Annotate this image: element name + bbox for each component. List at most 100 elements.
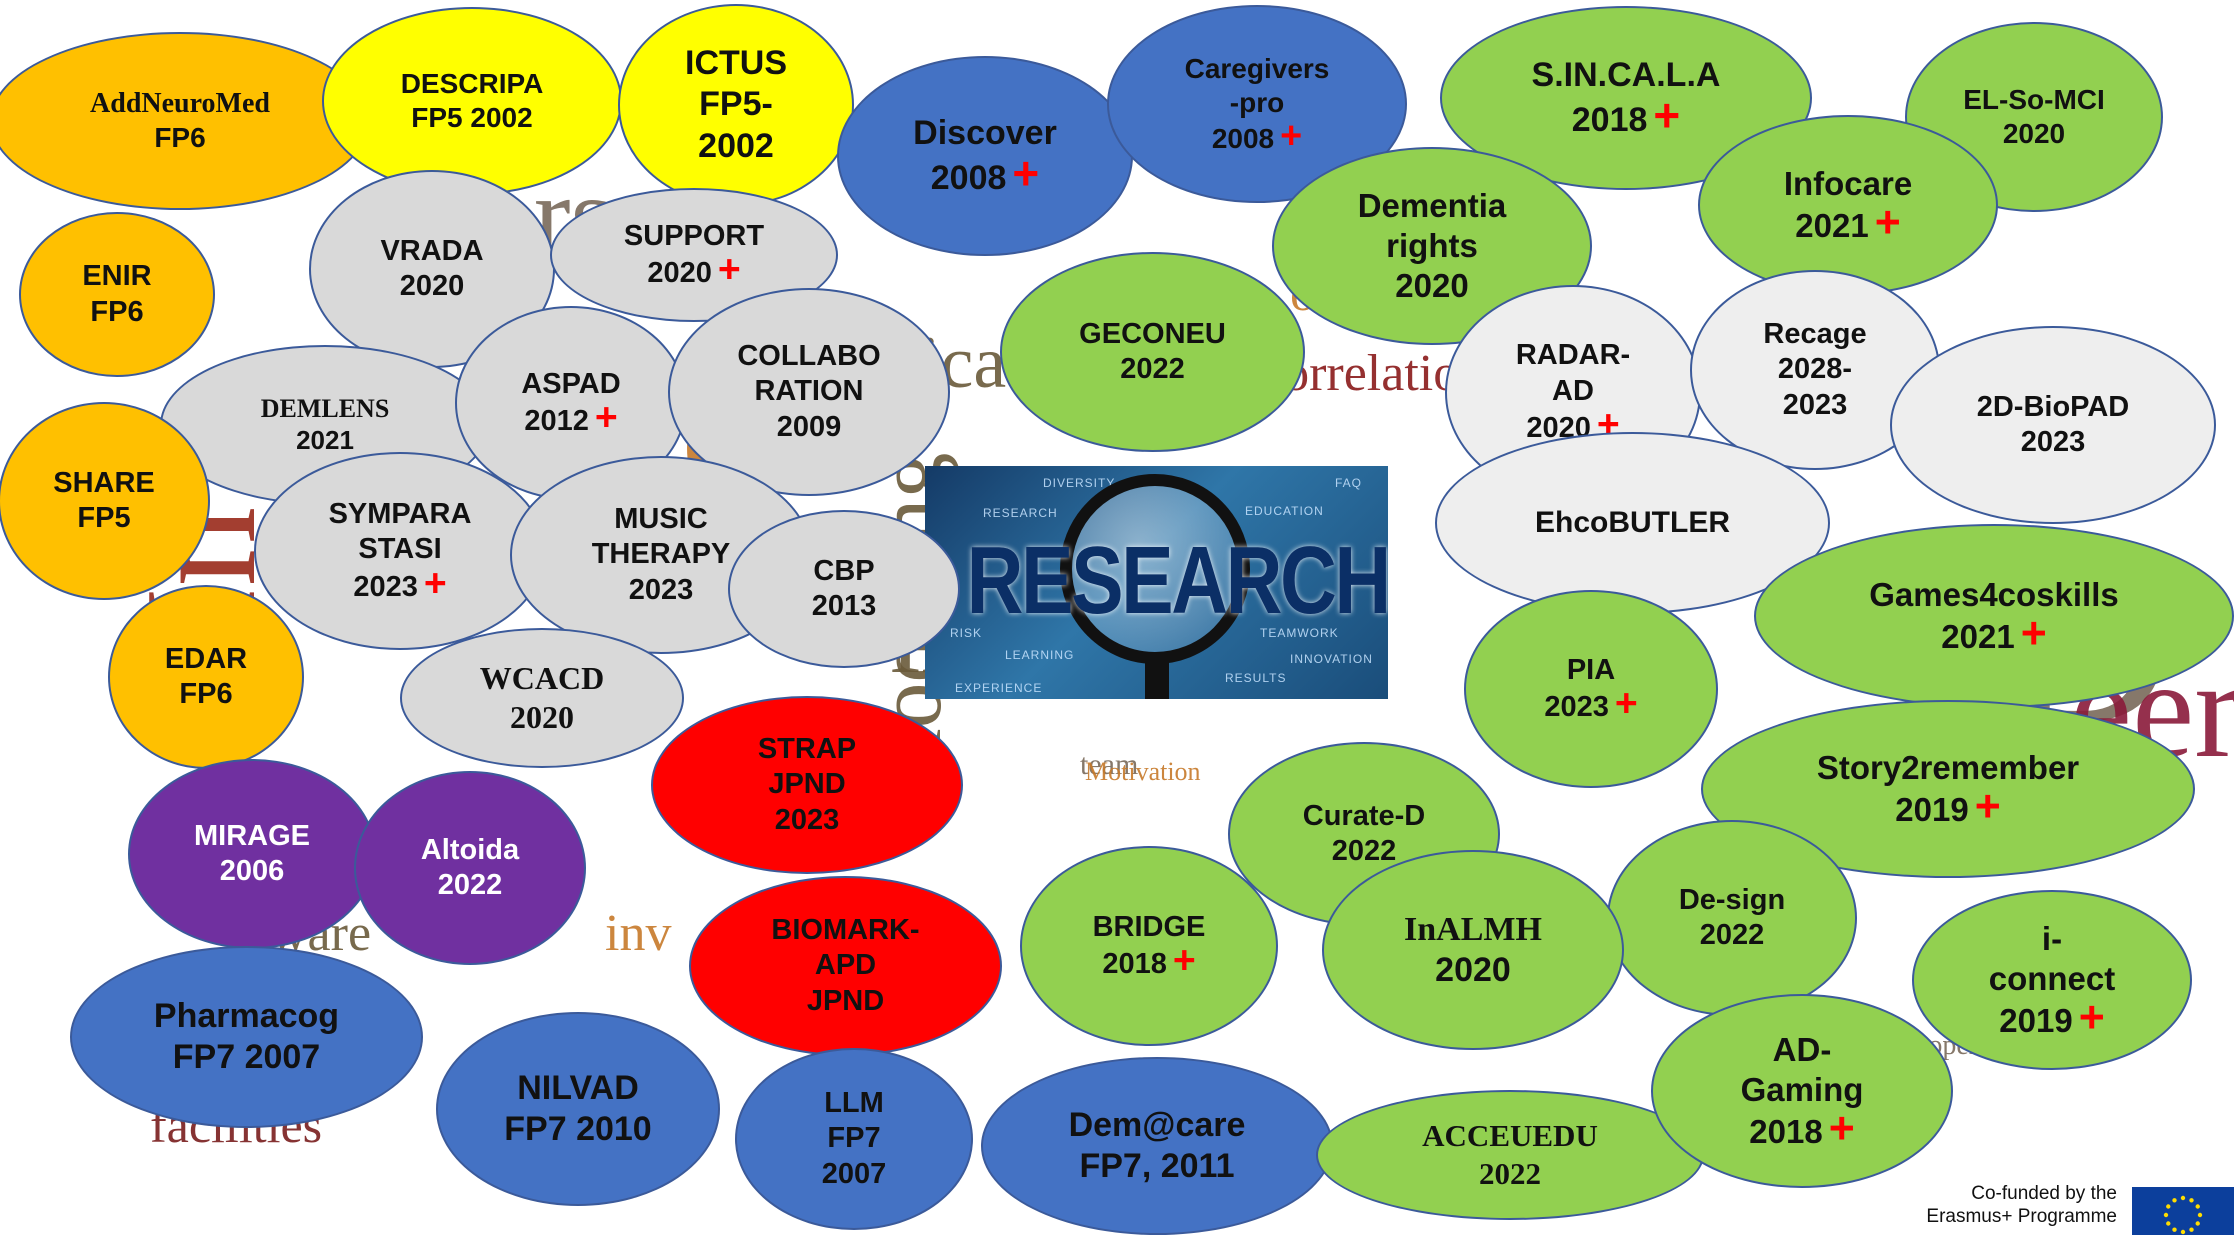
bubble-line: FP7 bbox=[827, 1121, 880, 1156]
bubble-line: 2023+ bbox=[353, 564, 446, 605]
bubble-line: FP5 bbox=[77, 501, 130, 536]
bubble-line: 2022 bbox=[1332, 834, 1397, 869]
plus-icon: + bbox=[423, 561, 447, 605]
bubble-text: 2023 bbox=[1782, 388, 1848, 421]
bubble-line: 2007 bbox=[822, 1157, 887, 1192]
bubble-line: 2013 bbox=[812, 589, 877, 624]
bubble-line: CBP bbox=[813, 554, 874, 589]
bubble-line: 2018+ bbox=[1571, 92, 1680, 141]
bubble-line: FP7 2007 bbox=[173, 1037, 320, 1078]
bubble-text: SYMPARA bbox=[328, 497, 472, 530]
bubble-text: FP7 2007 bbox=[172, 1038, 321, 1076]
bubble-text: MUSIC bbox=[614, 502, 708, 535]
bubble-line: FP6 bbox=[154, 121, 205, 155]
plus-icon: + bbox=[1653, 88, 1681, 141]
bubble-text: 2023 bbox=[353, 570, 418, 603]
bubble-text: DESCRIPA bbox=[400, 67, 544, 99]
bubble-text: 2018 bbox=[1571, 100, 1648, 139]
bubble-text: Discover bbox=[913, 114, 1057, 153]
bubble-line: 2021+ bbox=[1941, 611, 2046, 657]
bubble-text: Story2remember bbox=[1816, 749, 2080, 787]
center-tag: RESEARCH bbox=[983, 506, 1058, 520]
bubble-line: 2023 bbox=[629, 573, 694, 608]
bubble-line: Caregivers bbox=[1185, 52, 1330, 86]
bubble-line: 2020+ bbox=[647, 250, 740, 291]
bubble-line: BIOMARK- bbox=[771, 913, 919, 948]
plus-icon: + bbox=[2078, 992, 2105, 1042]
bubble-text: 2018 bbox=[1102, 948, 1167, 980]
background-word: Motivation bbox=[1085, 757, 1201, 786]
eu-star-icon bbox=[2195, 1221, 2200, 1226]
bubble-line: De-sign bbox=[1679, 883, 1785, 918]
bubble-text: Pharmacog bbox=[153, 996, 340, 1035]
bubble-line: RADAR- bbox=[1516, 338, 1630, 373]
bubble-text: 2021 bbox=[1795, 206, 1869, 244]
bubble-text: ENIR bbox=[82, 260, 152, 293]
bubble-text: FP7, 2011 bbox=[1079, 1147, 1235, 1185]
bubble-line: 2028- bbox=[1778, 352, 1852, 387]
bubble-text: BRIDGE bbox=[1092, 910, 1206, 943]
bubble-text: Curate-D bbox=[1302, 799, 1426, 832]
bubble-text: 2022 bbox=[1331, 835, 1397, 867]
bubble-text: rights bbox=[1386, 226, 1478, 264]
bubble-text: Games4coskills bbox=[1869, 576, 2119, 614]
bubble-line: JPND bbox=[807, 984, 884, 1019]
bubble-text: FP7 2010 bbox=[504, 1110, 652, 1148]
bubble-text: 2013 bbox=[811, 590, 877, 622]
bubble-line: NILVAD bbox=[517, 1068, 639, 1109]
bubble-line: 2021 bbox=[296, 425, 354, 457]
bubble-line: 2020 bbox=[1435, 950, 1511, 991]
bubble-line: RATION bbox=[754, 374, 863, 409]
bubble-line: connect bbox=[1989, 959, 2116, 999]
eu-star-icon bbox=[2172, 1227, 2177, 1232]
bubble-text: 2023 bbox=[2020, 426, 2086, 458]
bubble-line: Altoida bbox=[421, 833, 519, 868]
bubble-line: 2008+ bbox=[1212, 117, 1302, 156]
center-tag: FAQ bbox=[1335, 476, 1363, 490]
bubble-line: 2022 bbox=[438, 868, 503, 903]
center-tag: EXPERIENCE bbox=[955, 681, 1043, 695]
center-tag: TEAMWORK bbox=[1260, 626, 1339, 640]
bubble-line: SUPPORT bbox=[624, 219, 764, 254]
bubble-line: WCACD bbox=[480, 659, 604, 698]
bubble-line: 2018+ bbox=[1102, 941, 1195, 982]
bubble-text: LLM bbox=[824, 1086, 884, 1119]
bubble-text: 2021 bbox=[296, 425, 354, 455]
bubble-line: FP6 bbox=[90, 295, 143, 330]
bubble-text: 2023 bbox=[628, 573, 694, 606]
bubble-line: 2009 bbox=[777, 410, 842, 445]
bubble-text: EL-So-MCI bbox=[1963, 83, 2105, 115]
bubble-text: SUPPORT bbox=[623, 219, 765, 252]
bubble-text: FP6 bbox=[179, 678, 233, 710]
bubble-text: SHARE bbox=[53, 466, 155, 499]
bubble-line: FP5- bbox=[699, 84, 773, 125]
bubble-line: FP7 2010 bbox=[504, 1109, 651, 1150]
bubble-line: APD bbox=[815, 948, 876, 983]
bubble-text: Dementia bbox=[1357, 186, 1507, 224]
bubble-text: De-sign bbox=[1678, 883, 1786, 916]
bubble-text: THERAPY bbox=[591, 538, 731, 571]
bubble-line: 2008+ bbox=[931, 150, 1039, 199]
plus-icon: + bbox=[1874, 197, 1901, 247]
bubble-line: ASPAD bbox=[521, 367, 620, 402]
bubble-line: SYMPARA bbox=[329, 497, 472, 532]
magnifying-glass-handle bbox=[1145, 662, 1169, 699]
bubble-text: 2020 bbox=[2002, 118, 2066, 149]
bubble-text: Caregivers bbox=[1184, 53, 1330, 85]
bubble-text: AddNeuroMed bbox=[90, 87, 270, 119]
